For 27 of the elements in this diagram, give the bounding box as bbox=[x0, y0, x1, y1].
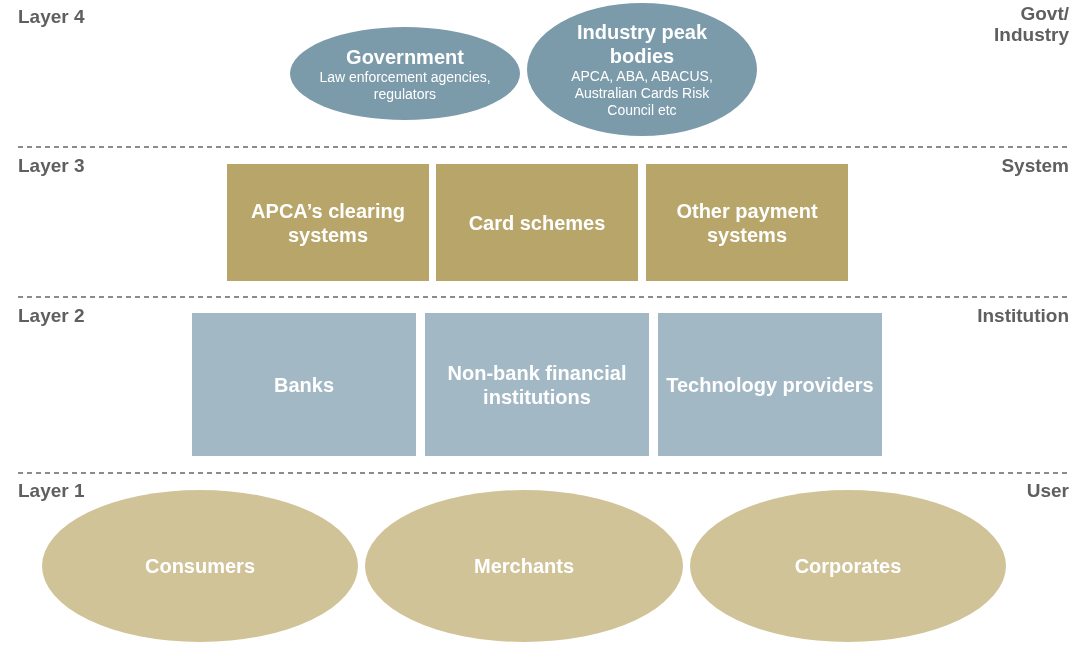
institution-box bbox=[425, 313, 649, 456]
system-box bbox=[227, 164, 429, 281]
system-box bbox=[436, 164, 638, 281]
node-title: Industry peak bodies bbox=[575, 20, 708, 68]
node-description: APCA, ABA, ABACUS, Australian Cards Risk Council etc bbox=[570, 68, 714, 119]
institution-box bbox=[192, 313, 416, 456]
layer-type-label: Govt/ Industry bbox=[993, 3, 1069, 45]
layer-label: Layer 2 bbox=[18, 305, 85, 326]
layer-type-label: Institution bbox=[976, 305, 1069, 326]
layer-type-label: User bbox=[1025, 480, 1069, 501]
node-title: Banks bbox=[274, 372, 334, 397]
node-title: APCA’s clearing systems bbox=[250, 198, 406, 247]
node-title: Non-bank financial institutions bbox=[446, 360, 628, 409]
institution-box bbox=[658, 313, 882, 456]
node-description: Law enforcement agencies, regulators bbox=[318, 68, 492, 103]
layer-label: Layer 1 bbox=[18, 480, 85, 501]
system-box bbox=[646, 164, 848, 281]
node-title: Other payment systems bbox=[675, 198, 819, 247]
layer-label: Layer 4 bbox=[18, 6, 85, 27]
node-title: Card schemes bbox=[468, 210, 606, 235]
node-title: Government bbox=[346, 44, 464, 69]
node-title: Corporates bbox=[794, 554, 902, 578]
node-title: Merchants bbox=[474, 554, 574, 578]
layer-type-label: System bbox=[1000, 155, 1069, 176]
layer-label: Layer 3 bbox=[18, 155, 85, 176]
node-title: Consumers bbox=[145, 554, 255, 578]
node-title: Technology providers bbox=[666, 372, 874, 397]
